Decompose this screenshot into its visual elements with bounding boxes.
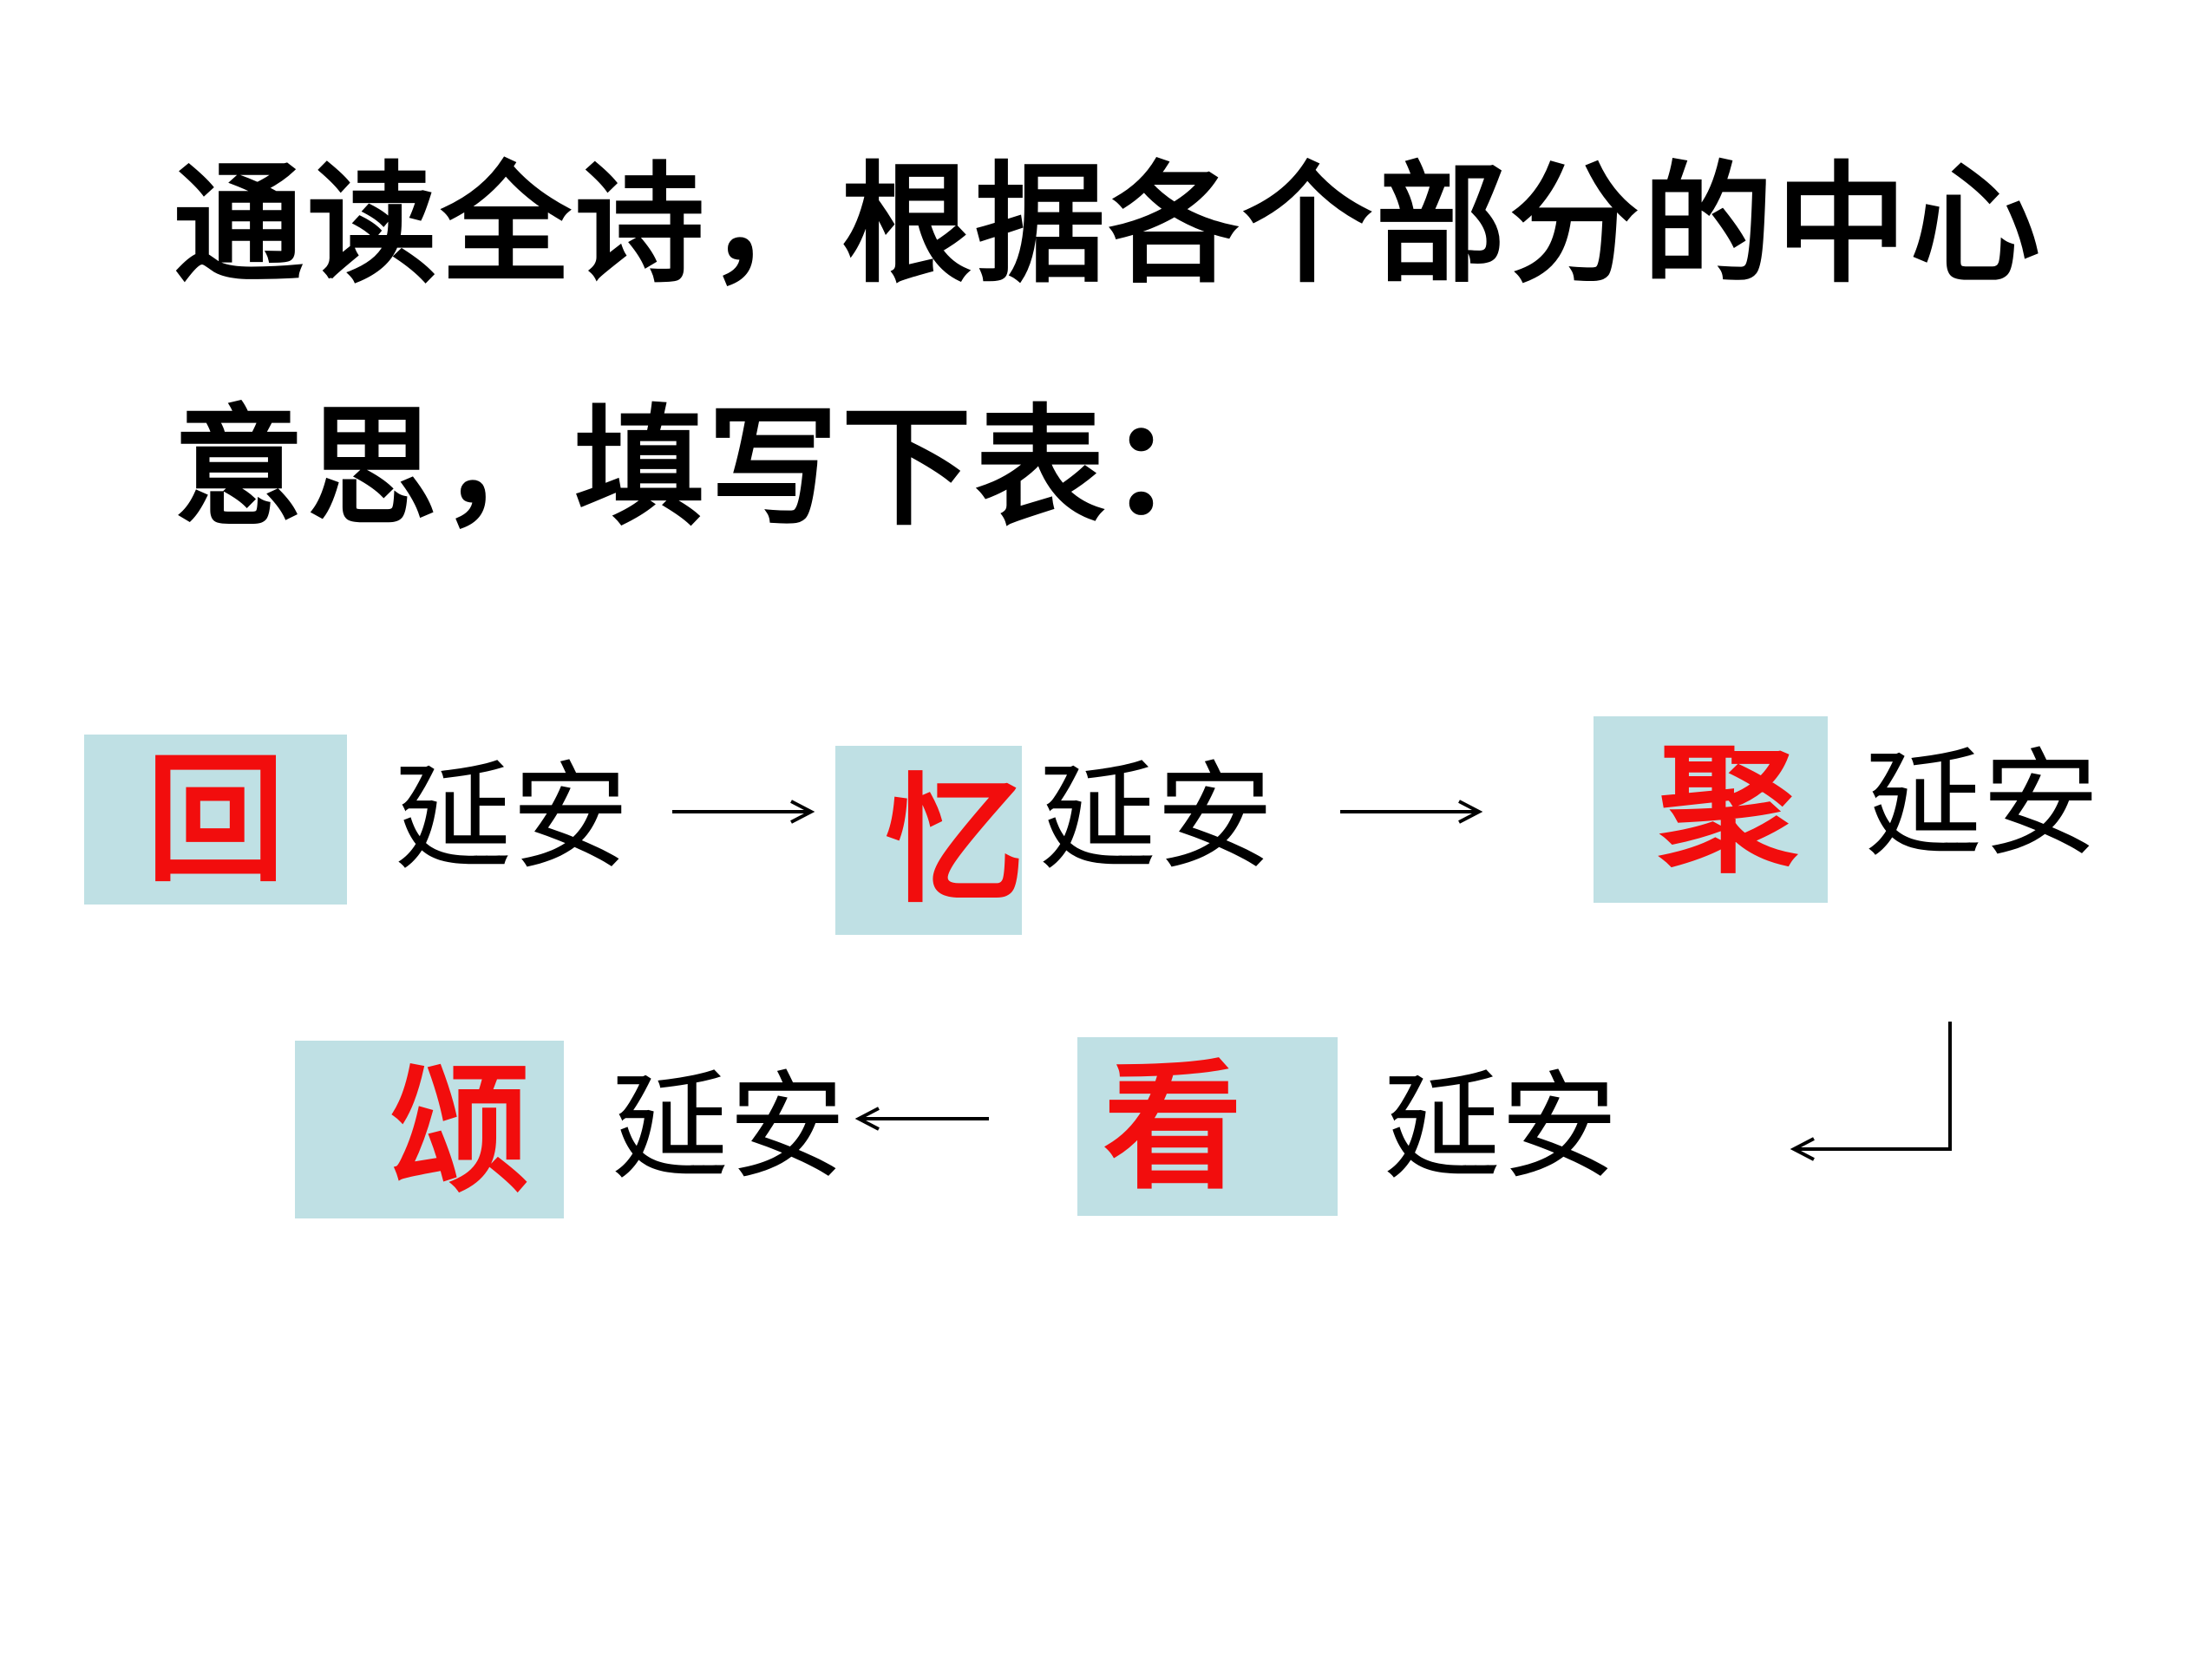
instruction-line-2: 意思，填写下表： (173, 393, 1243, 544)
place-label-2: 延安 (1039, 749, 1273, 885)
key-box-ju: 聚 (1594, 716, 1828, 903)
key-char-hui: 回 (146, 738, 285, 901)
arrow-right-1 (672, 800, 815, 824)
key-char-song: 颂 (389, 1048, 529, 1212)
key-char-yi: 忆 (885, 759, 1024, 922)
arrow-left-1 (854, 1107, 989, 1131)
place-label-5: 延安 (612, 1059, 846, 1195)
key-char-kan: 看 (1103, 1045, 1242, 1208)
key-box-hui: 回 (84, 735, 347, 905)
key-box-song: 颂 (295, 1041, 564, 1218)
instruction-line-1: 通读全诗，根据各个部分的中心 (173, 150, 2045, 301)
key-box-yi: 忆 (835, 746, 1024, 935)
place-label-1: 延安 (395, 749, 629, 885)
arrow-right-2 (1340, 800, 1483, 824)
key-box-kan: 看 (1077, 1037, 1338, 1216)
arrow-turn-left (1790, 1022, 1952, 1161)
place-label-3: 延安 (1865, 736, 2099, 872)
place-label-4: 延安 (1384, 1059, 1618, 1195)
key-char-ju: 聚 (1658, 728, 1797, 892)
